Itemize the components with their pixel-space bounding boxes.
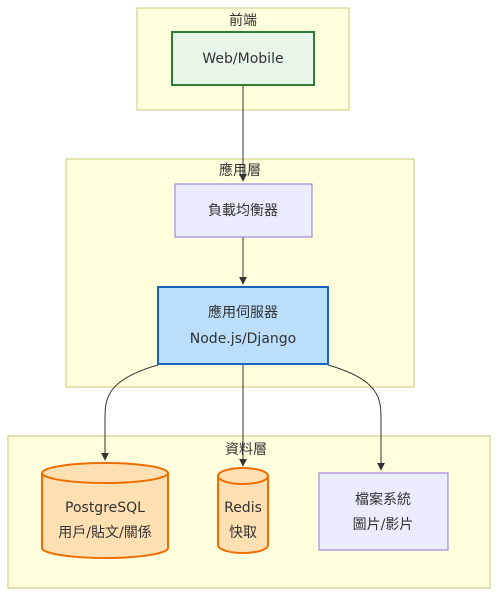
node-postgres-cylinder bbox=[41, 462, 169, 559]
group-app-layer-label: 應用層 bbox=[219, 162, 261, 179]
node-load-balancer-box bbox=[174, 183, 313, 238]
node-load-balancer-label: 負載均衡器 bbox=[208, 203, 278, 219]
node-file-storage-label-2: 圖片/影片 bbox=[353, 517, 414, 533]
node-redis-label-1: Redis bbox=[224, 500, 262, 516]
node-load-balancer: 負載均衡器 bbox=[174, 183, 313, 238]
node-client: Web/Mobile bbox=[171, 31, 315, 86]
node-redis-cylinder bbox=[217, 467, 269, 554]
edge-server-postgres bbox=[101, 364, 159, 461]
edge-server-storage bbox=[327, 364, 385, 471]
node-postgres: PostgreSQL 用戶/貼文/關係 bbox=[41, 462, 169, 559]
node-client-label: Web/Mobile bbox=[202, 51, 283, 67]
node-postgres-cylinder-top bbox=[41, 472, 169, 484]
node-app-server: 應用伺服器 Node.js/Django bbox=[157, 286, 329, 365]
node-app-server-label-1: 應用伺服器 bbox=[208, 304, 278, 321]
edges bbox=[101, 85, 385, 471]
node-redis-cylinder-top bbox=[217, 475, 269, 485]
group-data-layer-label: 資料層 bbox=[225, 442, 267, 458]
node-file-storage-label-1: 檔案系統 bbox=[355, 491, 411, 508]
node-client-box bbox=[171, 31, 315, 86]
node-app-server-box bbox=[157, 286, 329, 365]
node-file-storage-box bbox=[318, 472, 449, 551]
group-frontend-label: 前端 bbox=[229, 12, 257, 29]
node-app-server-label-2: Node.js/Django bbox=[190, 331, 296, 347]
node-redis-label-2: 快取 bbox=[229, 525, 257, 541]
node-redis: Redis 快取 bbox=[217, 467, 269, 554]
node-postgres-label-1: PostgreSQL bbox=[65, 500, 145, 516]
node-file-storage: 檔案系統 圖片/影片 bbox=[318, 472, 449, 551]
node-postgres-label-2: 用戶/貼文/關係 bbox=[58, 525, 151, 541]
